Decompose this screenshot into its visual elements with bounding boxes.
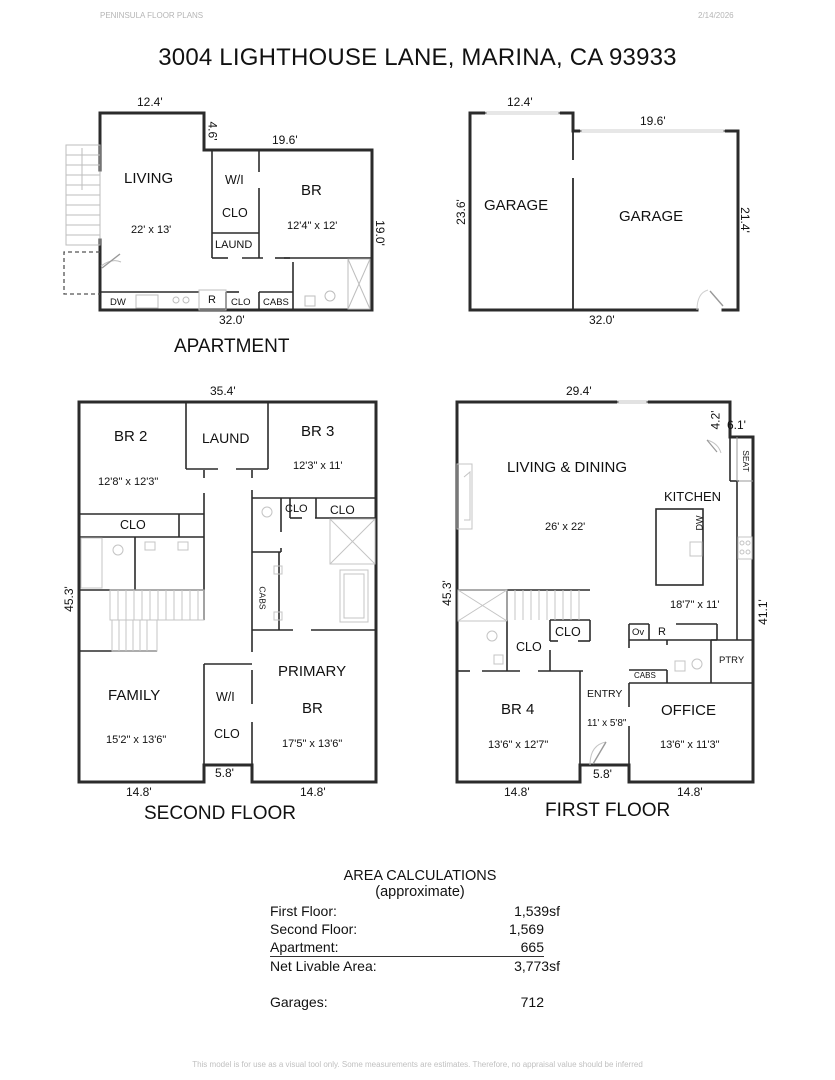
room-closet: CLO [214, 727, 240, 741]
room-size: 13'6" x 12'7" [488, 739, 549, 751]
room-primary: PRIMARY [278, 663, 347, 680]
room-cabinets: CABS [257, 586, 268, 610]
fixture-cabinets: CABS [263, 297, 289, 308]
dim-label: 32.0' [589, 313, 615, 327]
room-size: 12'8" x 12'3" [98, 476, 159, 488]
area-row: Garages: 712 [270, 993, 560, 1011]
room-size: 22' x 13' [131, 224, 172, 236]
room-size: 18'7" x 11' [670, 599, 720, 611]
room-family: FAMILY [108, 687, 161, 704]
fixture-seat: SEAT [740, 450, 751, 472]
area-subtitle: (approximate) [375, 884, 465, 900]
area-label: First Floor: [270, 903, 337, 919]
room-closet: CLO [120, 518, 146, 532]
area-value: 665 [520, 939, 544, 955]
area-label: Second Floor: [270, 921, 358, 937]
room-walk-in: W/I [225, 173, 244, 187]
dim-label: 45.3' [61, 586, 76, 612]
section-label-apartment: APARTMENT [174, 336, 290, 357]
dim-label: 45.3' [439, 580, 454, 606]
area-value: 712 [520, 994, 544, 1010]
room-size: 12'3" x 11' [293, 460, 343, 472]
room-closet: CLO [516, 640, 542, 654]
dim-label: 12.4' [137, 95, 163, 109]
section-label-second-floor: SECOND FLOOR [144, 803, 297, 824]
area-value: 1,539sf [514, 903, 560, 919]
room-size: 11' x 5'8" [587, 718, 627, 729]
dim-label: 5.8' [593, 767, 612, 781]
room-size: 12'4" x 12' [287, 220, 338, 232]
room-office: OFFICE [661, 702, 716, 719]
room-closet: CLO [330, 503, 355, 517]
section-label-first-floor: FIRST FLOOR [545, 800, 671, 821]
fixture-dishwasher: DW [110, 297, 126, 308]
area-label: Net Livable Area: [270, 958, 377, 974]
room-closet: CLO [555, 625, 581, 639]
room-garage-1: GARAGE [484, 197, 549, 214]
dim-label: 32.0' [219, 313, 245, 327]
dim-label: 23.6' [453, 199, 468, 225]
fixture-oven: Ov [632, 627, 645, 638]
dim-label: 19.0' [372, 220, 387, 246]
dim-label: 14.8' [677, 785, 703, 799]
area-row-total: Net Livable Area: 3,773sf [270, 957, 560, 975]
area-row: Second Floor: 1,569 [270, 920, 560, 938]
room-living-dining: LIVING & DINING [507, 459, 628, 476]
company-name: PENINSULA FLOOR PLANS [100, 11, 204, 20]
area-row: First Floor: 1,539sf [270, 902, 560, 920]
fixture-dishwasher: DW [694, 515, 705, 531]
room-kitchen: KITCHEN [664, 489, 722, 504]
dim-label: 35.4' [210, 384, 236, 398]
dim-label: 5.8' [215, 766, 234, 780]
dim-label: 21.4' [737, 207, 752, 233]
area-title: AREA CALCULATIONS [343, 868, 497, 884]
room-walk-in: W/I [216, 690, 235, 704]
room-br2: BR 2 [114, 428, 148, 445]
area-value: 1,569 [508, 921, 544, 937]
room-primary-br: BR [302, 700, 323, 717]
dim-label: 6.1' [727, 418, 746, 432]
area-value: 3,773sf [514, 958, 560, 974]
page-title: 3004 LIGHTHOUSE LANE, MARINA, CA 93933 [158, 44, 677, 71]
room-laundry: LAUND [202, 430, 250, 446]
room-br4: BR 4 [501, 701, 535, 718]
room-closet: CLO [285, 503, 308, 515]
area-calculations-table: AREA CALCULATIONS (approximate) First Fl… [270, 868, 560, 1011]
fixture-refrigerator: R [208, 294, 216, 306]
dim-label: 19.6' [640, 114, 666, 128]
room-size: 26' x 22' [545, 521, 586, 533]
dim-label: 4.2' [708, 410, 723, 430]
fixture-cabinets: CABS [634, 671, 656, 680]
room-living: LIVING [124, 170, 174, 187]
dim-label: 14.8' [300, 785, 326, 799]
room-br3: BR 3 [301, 423, 335, 440]
room-bedroom: BR [301, 182, 322, 199]
room-entry: ENTRY [587, 688, 623, 700]
room-garage-2: GARAGE [619, 208, 684, 225]
area-label: Garages: [270, 994, 328, 1010]
room-pantry: PTRY [719, 655, 745, 666]
area-row: Apartment: 665 [270, 938, 544, 957]
dim-label: 4.6' [205, 121, 220, 141]
plan-date: 2/14/2026 [698, 11, 734, 20]
fixture-refrigerator: R [658, 626, 666, 638]
fixture-closet: CLO [231, 297, 251, 308]
dim-label: 41.1' [755, 599, 770, 625]
area-label: Apartment: [270, 939, 339, 955]
room-closet: CLO [222, 206, 248, 220]
dim-label: 29.4' [566, 384, 592, 398]
dim-label: 14.8' [126, 785, 152, 799]
disclaimer: This model is for use as a visual tool o… [192, 1060, 643, 1069]
room-laundry: LAUND [215, 239, 253, 251]
room-size: 13'6" x 11'3" [660, 739, 720, 751]
room-size: 15'2" x 13'6" [106, 734, 167, 746]
room-size: 17'5" x 13'6" [282, 738, 343, 750]
dim-label: 12.4' [507, 95, 533, 109]
dim-label: 14.8' [504, 785, 530, 799]
dim-label: 19.6' [272, 133, 298, 147]
